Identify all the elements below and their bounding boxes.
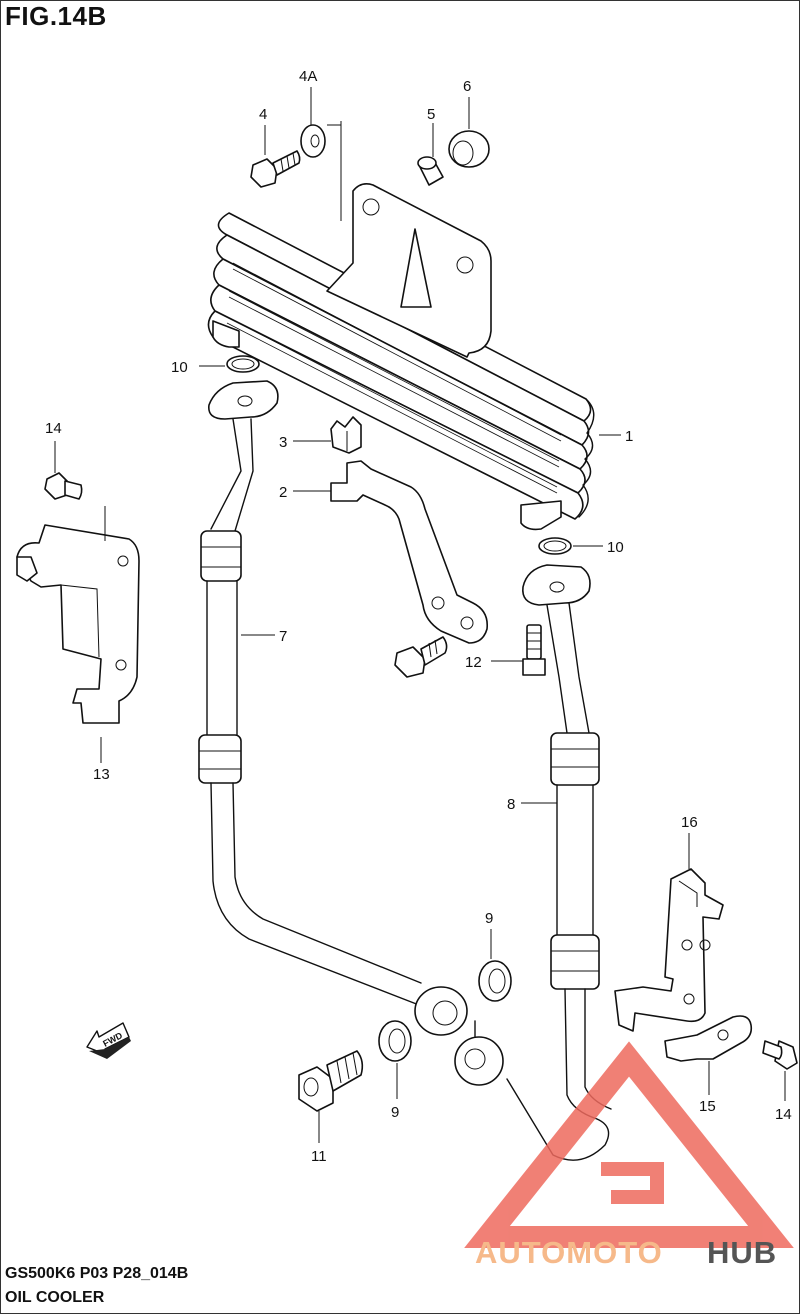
callout-4a: 4A (299, 68, 317, 85)
watermark-logo (464, 1041, 794, 1248)
callout-6: 6 (463, 78, 471, 95)
callout-16: 16 (681, 814, 698, 831)
callout-3: 3 (279, 434, 287, 451)
bracket-2 (330, 460, 489, 644)
callout-10-lower: 10 (607, 539, 624, 556)
washer-4a (300, 124, 326, 158)
callout-13: 13 (93, 766, 110, 783)
callout-labels: 1 2 3 4 4A 5 6 7 8 9 9 10 10 11 12 13 14… (45, 68, 792, 1165)
bolt-12 (394, 636, 448, 678)
bracket-16 (614, 868, 724, 1032)
watermark-text-hub: HUB (707, 1235, 777, 1270)
watermark-text-automoto: AUTOMOTO (475, 1235, 663, 1270)
callout-1: 1 (625, 428, 633, 445)
leader-lines (54, 87, 786, 1143)
figure-title: FIG.14B (5, 1, 107, 31)
forward-direction-arrow: FWD (86, 1022, 131, 1059)
callout-4: 4 (259, 106, 267, 123)
washer-9-right (478, 960, 512, 1002)
callout-8: 8 (507, 796, 515, 813)
callout-15: 15 (699, 1098, 716, 1115)
oil-cooler-core (207, 183, 595, 531)
washer-9-left (378, 1020, 412, 1062)
callout-14-right: 14 (775, 1106, 792, 1123)
callout-10-upper: 10 (171, 359, 188, 376)
grommet-6 (448, 130, 490, 168)
collar-5 (417, 156, 444, 186)
oil-hose-8 (454, 564, 612, 1161)
bolt-4 (250, 150, 301, 188)
oil-hose-7 (198, 380, 468, 1036)
bracket-13 (16, 524, 140, 724)
stud-12 (522, 624, 546, 676)
callout-2: 2 (279, 484, 287, 501)
group-name: OIL COOLER (5, 1289, 105, 1306)
bolt-14-right (762, 1040, 798, 1070)
clip-3 (330, 416, 362, 454)
callout-14-left: 14 (45, 420, 62, 437)
watermark-text: AUTOMOTO HUB (475, 1235, 777, 1270)
bolt-14-left (44, 472, 83, 500)
callout-11: 11 (311, 1148, 327, 1165)
o-ring-10-lower (538, 537, 572, 555)
callout-7: 7 (279, 628, 287, 645)
union-bolt-11 (298, 1050, 364, 1112)
callout-12: 12 (465, 654, 482, 671)
callout-9-left: 9 (391, 1104, 399, 1121)
callout-9-right: 9 (485, 910, 493, 927)
callout-5: 5 (427, 106, 435, 123)
bracket-15 (664, 1015, 753, 1062)
o-ring-10-upper (226, 355, 260, 373)
model-code: GS500K6 P03 P28_014B (5, 1265, 189, 1282)
